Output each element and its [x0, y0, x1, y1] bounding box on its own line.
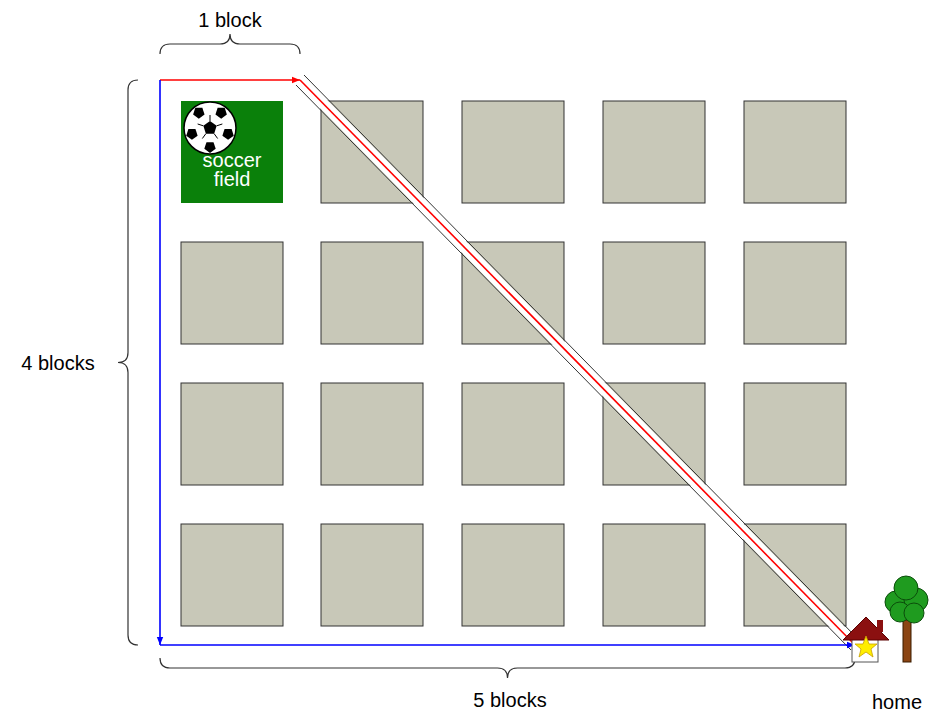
dimension-brace: [160, 658, 855, 678]
city-block: [744, 383, 846, 485]
node-label: soccer field: [185, 151, 279, 189]
diagonal-street: [300, 80, 855, 645]
city-block: [462, 383, 564, 485]
city-block: [321, 242, 423, 344]
city-block: [321, 383, 423, 485]
diagonal-street: [300, 80, 855, 645]
route-line: [300, 80, 855, 645]
dimension-brace: [160, 34, 300, 54]
route-arrow: [160, 79, 300, 81]
place-label: home: [872, 691, 922, 713]
route-arrow: [159, 80, 161, 645]
street-edge: [296, 85, 851, 650]
soccer-field: soccer field: [181, 101, 283, 203]
tree-icon: [885, 576, 928, 662]
city-block: [744, 101, 846, 203]
dimension-label: 5 blocks: [473, 689, 546, 711]
route-arrow: [160, 644, 855, 646]
city-block: [462, 101, 564, 203]
city-block: [181, 524, 283, 626]
street-edge: [304, 75, 859, 640]
city-block: [181, 242, 283, 344]
dimension-label: 1 block: [198, 9, 261, 31]
dimension-brace: [118, 80, 138, 645]
city-block: [462, 524, 564, 626]
city-block: [603, 242, 705, 344]
dimension-label: 4 blocks: [21, 352, 94, 374]
city-block: [321, 524, 423, 626]
city-block: [603, 101, 705, 203]
city-block: [181, 383, 283, 485]
city-block: [744, 242, 846, 344]
city-block: [603, 524, 705, 626]
house-icon: [843, 617, 889, 662]
